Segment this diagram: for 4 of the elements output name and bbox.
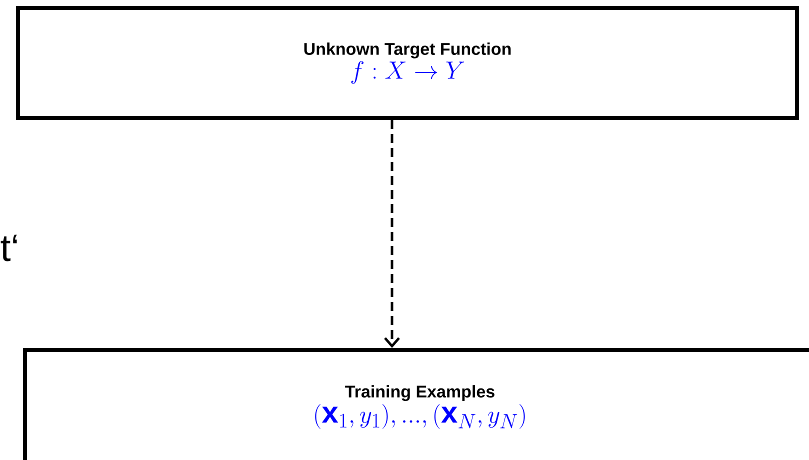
label: t‘: [0, 234, 17, 262]
process-box: Unknown Target Function $f : X \to Y$: [16, 6, 799, 120]
arrow: [384, 120, 400, 348]
process-box: Training Examples $(\mathbf{x}_1, y_1), ..., (\mathbf{x}_N, y_N)$: [23, 348, 809, 460]
